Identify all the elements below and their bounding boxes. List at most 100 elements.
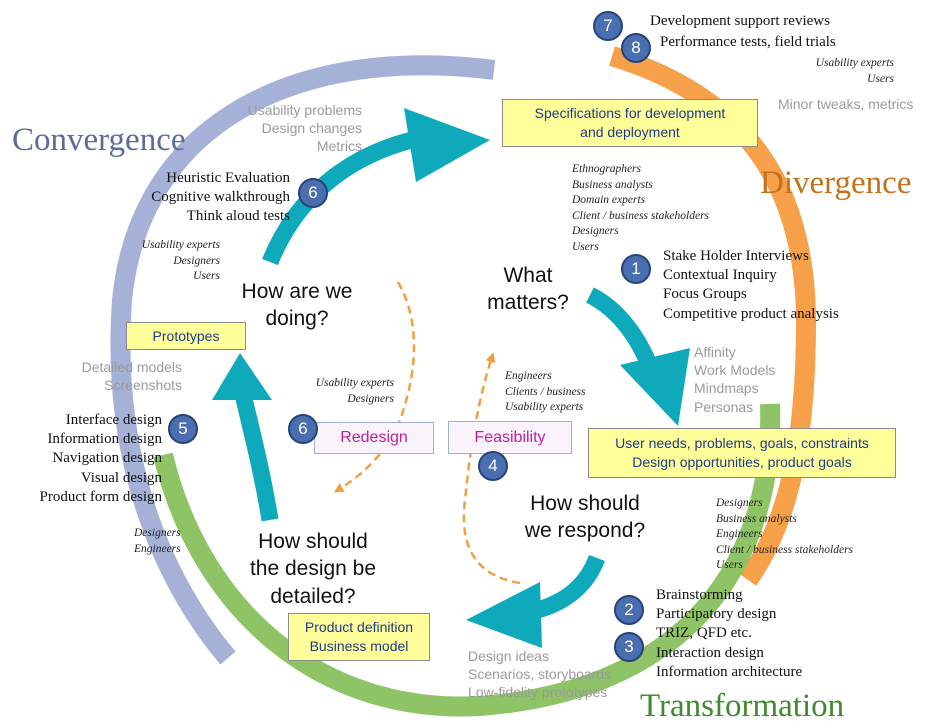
method-item: Navigation design xyxy=(52,450,162,467)
roles-research: Ethnographers Business analysts Domain e… xyxy=(572,162,709,255)
prototypes-box: Prototypes xyxy=(126,322,246,350)
method-item: Cognitive walkthrough xyxy=(151,189,290,206)
outputs-affinity: Affinity Work Models Mindmaps Personas xyxy=(694,343,775,416)
role-item: Engineers xyxy=(716,528,763,541)
method-item: TRIZ, QFD etc. xyxy=(656,625,752,642)
box-line: Specifications for development xyxy=(534,105,726,122)
method-item: Interaction design xyxy=(656,645,764,661)
question-how-are-we-doing: How are we doing? xyxy=(222,278,372,333)
method-item: Focus Groups xyxy=(663,286,747,303)
method-item: Information design xyxy=(47,431,162,448)
role-item: Usability experts xyxy=(141,239,220,251)
roles-feasibility: Engineers Clients / business Usability e… xyxy=(505,369,586,416)
arrow-head-product-definition xyxy=(466,582,542,648)
output-item: Detailed models xyxy=(81,359,182,375)
output-minor-tweaks: Minor tweaks, metrics xyxy=(778,96,914,112)
role-item: Users xyxy=(572,240,599,253)
roles-top-right: Usability experts Users xyxy=(770,56,894,87)
output-item: Design changes xyxy=(261,120,362,137)
output-item: Work Models xyxy=(694,362,776,379)
step-4-badge: 4 xyxy=(478,451,508,481)
role-item: Designers xyxy=(572,225,619,238)
method-item: Think aloud tests xyxy=(186,208,290,225)
role-item: Usability experts xyxy=(815,57,894,69)
role-item: Designers xyxy=(173,254,220,267)
role-item: Designers xyxy=(716,497,763,509)
transformation-label: Transformation xyxy=(640,688,845,724)
role-item: Client / business stakeholders xyxy=(572,209,710,222)
feasibility-box: Feasibility xyxy=(448,421,572,454)
transformation-ring-arc xyxy=(153,403,781,717)
step-2-methods: Brainstorming Participatory design TRIZ,… xyxy=(656,586,776,644)
box-line: Product definition xyxy=(304,619,414,636)
arrow-to-prototypes xyxy=(233,388,279,522)
specifications-box: Specifications for development and deplo… xyxy=(502,99,758,147)
arrow-head-prototypes xyxy=(212,353,272,400)
method-item: Visual design xyxy=(80,469,162,486)
role-item: Designers xyxy=(134,527,181,539)
step-5-methods: Interface design Information design Navi… xyxy=(10,411,162,507)
question-line: How should xyxy=(530,492,640,515)
role-item: Ethnographers xyxy=(572,163,641,175)
user-needs-box: User needs, problems, goals, constraints… xyxy=(588,428,896,478)
question-line: How should xyxy=(258,530,368,553)
step-1-methods: Stake Holder Interviews Contextual Inqui… xyxy=(663,247,839,324)
role-item: Usability experts xyxy=(505,401,584,414)
method-item: Contextual Inquiry xyxy=(663,267,777,284)
method-item: Heuristic Evaluation xyxy=(166,170,290,186)
roles-evaluation: Usability experts Designers Users xyxy=(100,238,220,285)
question-line: doing? xyxy=(265,307,329,331)
divergence-label: Divergence xyxy=(760,165,912,201)
output-item: Low-fidelity prototypes xyxy=(468,684,608,701)
role-item: Clients / business xyxy=(505,385,586,398)
step-7-text: Development support reviews xyxy=(650,13,830,29)
role-item: Engineers xyxy=(505,370,552,382)
box-line: Business model xyxy=(309,638,409,654)
question-how-detailed: How should the design be detailed? xyxy=(238,528,388,610)
step-7-badge: 7 xyxy=(593,11,623,41)
role-item: Users xyxy=(867,72,894,85)
feasibility-dashed-arrow xyxy=(462,352,521,585)
output-item: Affinity xyxy=(694,344,736,360)
step-6-badge-mid: 6 xyxy=(288,414,318,444)
step-6-methods: Heuristic Evaluation Cognitive walkthrou… xyxy=(110,169,290,227)
role-item: Usability experts xyxy=(315,377,394,389)
roles-redesign: Usability experts Designers xyxy=(280,376,394,407)
step-8-text: Performance tests, field trials xyxy=(660,34,836,50)
outputs-usability-problems: Usability problems Design changes Metric… xyxy=(200,101,362,156)
question-line: How are we xyxy=(241,280,353,303)
arrow-to-specifications xyxy=(262,129,422,266)
product-definition-box: Product definition Business model xyxy=(288,613,430,661)
method-item: Stake Holder Interviews xyxy=(663,248,809,264)
arrow-head-user-needs xyxy=(620,348,690,426)
role-item: Designers xyxy=(347,392,394,405)
question-line: the design be xyxy=(249,557,377,581)
role-item: Domain experts xyxy=(572,194,646,207)
arrow-head-specifications xyxy=(404,108,490,182)
roles-detailing: Designers Engineers xyxy=(134,526,181,557)
question-line: What xyxy=(503,264,553,287)
step-3-badge: 3 xyxy=(614,632,644,662)
box-line: and deployment xyxy=(580,124,680,140)
method-item: Participatory design xyxy=(656,606,777,623)
outputs-detailed-models: Detailed models Screenshots xyxy=(40,358,182,394)
question-line: matters? xyxy=(487,291,569,315)
question-line: we respond? xyxy=(524,519,646,543)
step-8-badge: 8 xyxy=(621,33,651,63)
role-item: Client / business stakeholders xyxy=(716,543,854,556)
method-item: Product form design xyxy=(39,488,162,505)
output-item: Metrics xyxy=(316,138,362,155)
convergence-ring-arc xyxy=(110,55,496,665)
method-item: Interface design xyxy=(65,412,162,428)
output-item: Personas xyxy=(694,398,754,415)
method-item: Brainstorming xyxy=(656,587,743,603)
role-item: Engineers xyxy=(134,542,181,555)
convergence-label: Convergence xyxy=(12,122,186,158)
role-item: Users xyxy=(193,270,220,283)
role-item: Business analysts xyxy=(716,512,797,525)
step-5-badge: 5 xyxy=(168,414,198,444)
question-line: detailed? xyxy=(270,584,356,608)
outputs-design-ideas: Design ideas Scenarios, storyboards Low-… xyxy=(468,647,611,702)
step-6-badge-top: 6 xyxy=(298,178,328,208)
step-2-badge: 2 xyxy=(614,595,644,625)
